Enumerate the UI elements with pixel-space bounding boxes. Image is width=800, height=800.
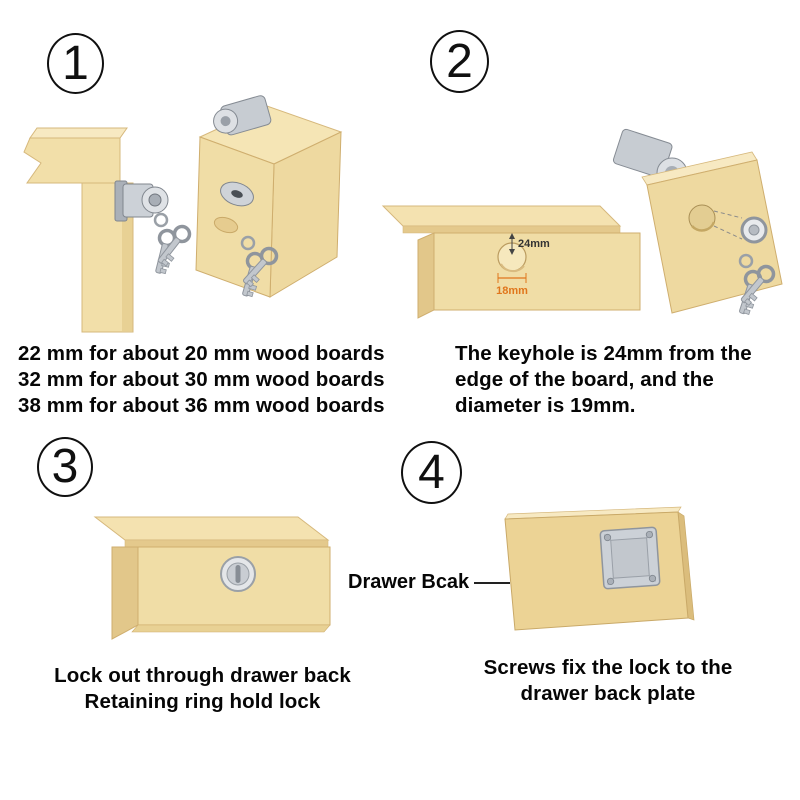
panel-front-face bbox=[195, 131, 342, 298]
board-front-face bbox=[417, 232, 641, 319]
lock-cylinder-icon bbox=[220, 556, 256, 592]
caption-line: edge of the board, and the bbox=[455, 368, 714, 391]
drawer-back-board bbox=[504, 506, 695, 631]
step-1-illustration bbox=[23, 95, 343, 333]
caption-line: drawer back plate bbox=[520, 682, 696, 705]
dimension-18mm-label: 18mm bbox=[496, 285, 528, 297]
keys-icon bbox=[236, 235, 283, 300]
caption-line: 38 mm for about 36 mm wood boards bbox=[18, 394, 385, 417]
step-3-caption: Lock out through drawer back Retaining r… bbox=[25, 663, 380, 715]
horizontal-board bbox=[23, 127, 128, 184]
dimension-18mm: 18mm bbox=[496, 273, 528, 297]
dimension-24mm-label: 24mm bbox=[518, 238, 550, 250]
projection-lines bbox=[713, 210, 743, 240]
step-1-caption: 22 mm for about 20 mm wood boards 32 mm … bbox=[18, 341, 385, 419]
caption-line: diameter is 19mm. bbox=[455, 394, 636, 417]
step-4-number-badge: 4 bbox=[401, 441, 462, 504]
retaining-ring-icon bbox=[740, 216, 768, 244]
caption-line: 32 mm for about 30 mm wood boards bbox=[18, 368, 385, 391]
lock-on-top-icon bbox=[213, 95, 272, 136]
step-3-number: 3 bbox=[51, 440, 79, 493]
step-3-illustration bbox=[93, 516, 331, 640]
step-3-number-badge: 3 bbox=[37, 437, 93, 497]
lock-body-icon bbox=[114, 180, 169, 222]
step-2-number-badge: 2 bbox=[430, 30, 489, 93]
step-2-number: 2 bbox=[446, 34, 473, 88]
step-4-caption: Screws fix the lock to the drawer back p… bbox=[443, 655, 773, 707]
dimension-24mm: 24mm bbox=[509, 233, 550, 255]
caption-line: The keyhole is 24mm from the bbox=[455, 342, 752, 365]
drawer-front-face bbox=[111, 546, 331, 640]
drawer-top-face bbox=[93, 516, 330, 548]
step-1-number: 1 bbox=[62, 36, 89, 90]
step-2-caption: The keyhole is 24mm from the edge of the… bbox=[455, 341, 752, 419]
caption-line: Retaining ring hold lock bbox=[84, 690, 321, 713]
drawer-back-label: Drawer Bcak bbox=[348, 571, 511, 594]
keys-icon bbox=[149, 212, 196, 277]
step-1-number-badge: 1 bbox=[47, 33, 104, 94]
caption-line: 22 mm for about 20 mm wood boards bbox=[18, 342, 385, 365]
drawer-back-label-text: Drawer Bcak bbox=[348, 571, 470, 593]
pointer-line bbox=[474, 581, 511, 584]
escutcheon-icon bbox=[220, 181, 254, 207]
step-2-illustration: 24mm 18mm bbox=[381, 128, 783, 319]
wood-plug-icon bbox=[213, 216, 239, 234]
caption-line: Lock out through drawer back bbox=[54, 664, 351, 687]
caption-line: Screws fix the lock to the bbox=[483, 656, 733, 679]
keyhole-marking bbox=[497, 242, 527, 273]
step-4-number: 4 bbox=[418, 445, 445, 499]
board-top-face bbox=[381, 205, 622, 234]
step-4-illustration bbox=[504, 506, 695, 631]
keys-icon bbox=[732, 253, 780, 318]
lock-plate-icon bbox=[599, 526, 661, 590]
